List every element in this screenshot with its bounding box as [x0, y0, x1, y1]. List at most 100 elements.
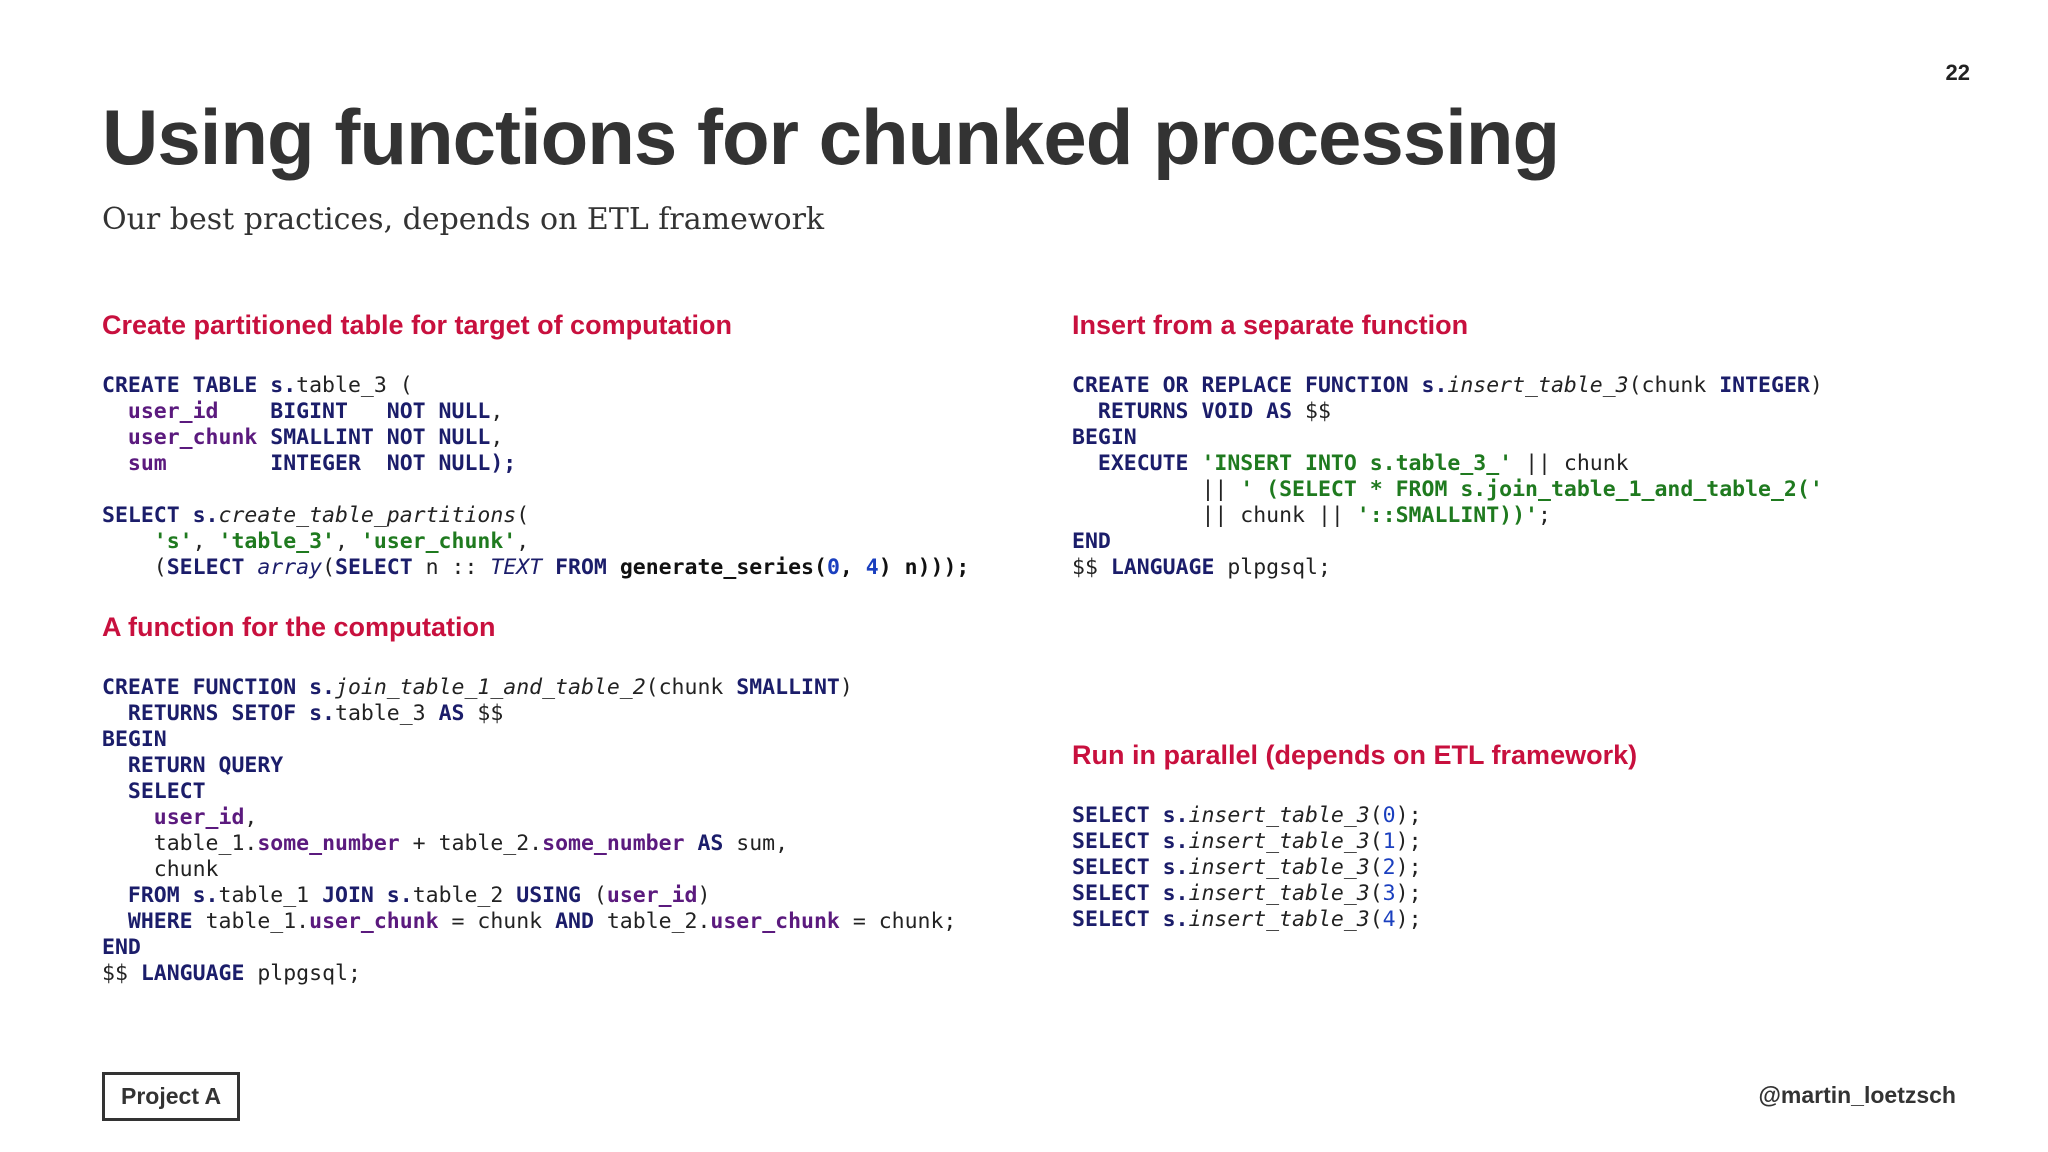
code-token: RETURN QUERY: [102, 753, 284, 778]
code-token: ,: [839, 555, 866, 580]
code-token: table_1: [218, 883, 323, 908]
code-token: 'INSERT INTO s.table_3_': [1201, 451, 1513, 476]
code-line: SELECT s.insert_table_3(0);: [1072, 803, 1422, 828]
code-line: BEGIN: [1072, 425, 1137, 450]
code-token: BEGIN: [102, 727, 167, 752]
code-token: CREATE FUNCTION: [102, 675, 310, 700]
code-token: table_3: [335, 701, 439, 726]
code-token: s.: [309, 675, 335, 700]
code-block: CREATE TABLE s.table_3 ( user_id BIGINT …: [102, 373, 969, 581]
code-token: s.: [1421, 373, 1448, 398]
code-token: + table_2.: [399, 831, 543, 856]
code-line: SELECT s.insert_table_3(4);: [1072, 907, 1422, 932]
code-line: RETURNS SETOF s.table_3 AS $$: [102, 701, 503, 726]
code-line: table_1.some_number + table_2.some_numbe…: [102, 831, 788, 856]
code-token: LANGUAGE: [1110, 555, 1228, 580]
code-line: WHERE table_1.user_chunk = chunk AND tab…: [102, 909, 957, 934]
code-token: SMALLINT NOT NULL: [270, 425, 491, 450]
code-line: EXECUTE 'INSERT INTO s.table_3_' || chun…: [1072, 451, 1629, 476]
code-token: WHERE: [102, 909, 206, 934]
code-token: table_3 (: [296, 373, 413, 398]
section-heading: Create partitioned table for target of c…: [102, 310, 733, 340]
code-token: $$: [477, 701, 504, 726]
code-token: s.: [309, 701, 335, 726]
code-token: || chunk: [1512, 451, 1629, 476]
code-token: AS: [438, 701, 478, 726]
code-line: RETURN QUERY: [102, 753, 283, 778]
code-token: (: [1369, 855, 1383, 880]
code-token: (: [102, 555, 167, 580]
code-line: FROM s.table_1 JOIN s.table_2 USING (use…: [102, 883, 711, 908]
code-line: 's', 'table_3', 'user_chunk',: [102, 529, 529, 554]
code-token: (: [1369, 907, 1383, 932]
code-token: (: [322, 555, 336, 580]
code-line: user_chunk SMALLINT NOT NULL,: [102, 425, 503, 450]
page-number: 22: [1945, 60, 1970, 85]
code-token: AS: [684, 831, 737, 856]
code-token: insert_table_3: [1188, 855, 1370, 880]
code-token: user_chunk: [710, 909, 840, 934]
code-token: SELECT: [166, 555, 258, 580]
code-line: CREATE TABLE s.table_3 (: [102, 373, 413, 398]
code-token: s.: [270, 373, 297, 398]
code-token: 's': [102, 529, 193, 554]
code-token: || chunk ||: [1072, 503, 1357, 528]
code-token: s.: [1162, 881, 1189, 906]
author-handle: @martin_loetzsch: [1758, 1082, 1956, 1108]
code-token: CREATE OR REPLACE FUNCTION: [1072, 373, 1422, 398]
code-token: insert_table_3: [1188, 907, 1370, 932]
section-heading: Insert from a separate function: [1072, 310, 1469, 340]
code-token: plpgsql;: [1227, 555, 1331, 580]
code-token: 0: [1382, 803, 1396, 828]
code-token: END: [1072, 529, 1111, 554]
code-token: table_2: [412, 883, 517, 908]
code-token: INTEGER: [1719, 373, 1810, 398]
code-token: user_chunk: [309, 909, 439, 934]
code-block: SELECT s.insert_table_3(0); SELECT s.ins…: [1072, 803, 1637, 933]
code-token: s.: [1162, 855, 1189, 880]
code-token: FROM: [542, 555, 620, 580]
section-heading: A function for the computation: [102, 612, 496, 642]
code-token: s.: [1162, 829, 1189, 854]
code-token: = chunk;: [839, 909, 957, 934]
code-token: sum: [102, 451, 271, 476]
code-token: table_1.: [205, 909, 310, 934]
code-line: sum INTEGER NOT NULL);: [102, 451, 516, 476]
code-token: 1: [1382, 829, 1396, 854]
code-token: BIGINT NOT NULL: [270, 399, 491, 424]
code-token: ): [697, 883, 711, 908]
code-token: insert_table_3: [1188, 881, 1370, 906]
section-create-table: Create partitioned table for target of c…: [102, 310, 969, 581]
code-line: SELECT: [102, 779, 206, 804]
project-badge: Project A: [102, 1072, 241, 1121]
code-token: FROM: [102, 883, 193, 908]
code-token: insert_table_3: [1188, 829, 1370, 854]
code-token: );: [1395, 803, 1422, 828]
code-token: AND: [555, 909, 607, 934]
code-block: CREATE FUNCTION s.join_table_1_and_table…: [102, 675, 956, 987]
code-token: s.: [1162, 803, 1189, 828]
section-insert-function: Insert from a separate function CREATE O…: [1072, 310, 1823, 581]
code-token: SELECT: [1072, 855, 1163, 880]
code-token: EXECUTE: [1072, 451, 1202, 476]
code-token: 'table_3': [218, 529, 336, 554]
code-token: array: [257, 555, 323, 580]
code-token: SELECT: [1072, 907, 1163, 932]
code-token: insert_table_3: [1447, 373, 1629, 398]
code-token: user_id: [606, 883, 698, 908]
code-token: RETURNS SETOF: [102, 701, 310, 726]
code-token: ,: [516, 529, 530, 554]
code-block: CREATE OR REPLACE FUNCTION s.insert_tabl…: [1072, 373, 1823, 581]
code-token: = chunk: [438, 909, 556, 934]
code-token: n ::: [425, 555, 491, 580]
code-token: SELECT: [1072, 829, 1163, 854]
code-line: RETURNS VOID AS $$: [1072, 399, 1331, 424]
code-token: ||: [1072, 477, 1241, 502]
code-token: (chunk: [645, 675, 737, 700]
code-token: ,: [244, 805, 258, 830]
slide-title: Using functions for chunked processing: [102, 93, 1560, 181]
code-token: $$: [1305, 399, 1331, 424]
code-token: some_number: [257, 831, 400, 856]
section-computation-function: A function for the computation CREATE FU…: [102, 612, 956, 987]
section-heading: Run in parallel (depends on ETL framewor…: [1072, 740, 1638, 770]
